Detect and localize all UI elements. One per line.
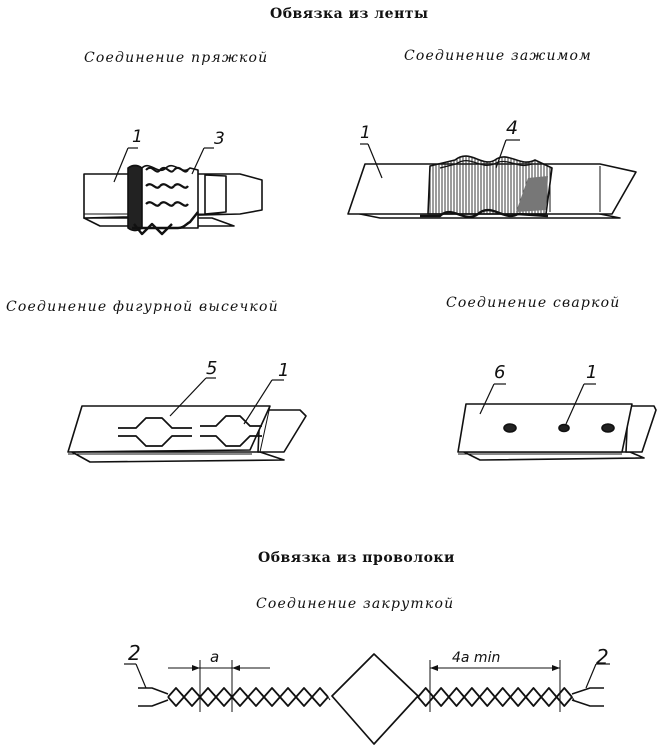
label-punch-tape: 1 <box>278 360 289 381</box>
twist-crossing <box>325 693 331 701</box>
twist-crossing <box>477 693 483 701</box>
label-clamp: 4 <box>506 117 518 139</box>
label-punch: 5 <box>206 358 217 379</box>
weld-spot <box>503 423 517 433</box>
weld-spot <box>558 423 570 433</box>
twist-crossing <box>213 693 219 701</box>
punch-cut-5 <box>118 415 262 447</box>
caption-clamp: Соединение зажимом <box>404 48 592 64</box>
twist-loop <box>331 653 419 745</box>
label-twist-length: 4a min <box>452 650 500 666</box>
label-buckle: 3 <box>214 129 225 149</box>
twist-crossing <box>507 693 513 701</box>
twist-crossing <box>446 693 452 701</box>
figure-clamp <box>347 139 637 219</box>
twist-crossing <box>261 693 267 701</box>
figure-buckle <box>83 147 263 236</box>
label-wire-right: 2 <box>596 645 609 669</box>
weld-spots <box>503 423 615 433</box>
weld-tape-6 <box>457 403 633 453</box>
twist-strand <box>417 696 573 707</box>
twist-crossing <box>492 693 498 701</box>
twist-crossing <box>245 693 251 701</box>
twist-strand <box>417 687 573 698</box>
caption-buckle: Соединение пряжкой <box>84 50 269 66</box>
label-buckle-tape: 1 <box>132 127 143 147</box>
figure-punch <box>67 377 307 463</box>
twist-strand <box>167 687 329 698</box>
weld-spot <box>601 423 615 433</box>
twist-crossing <box>181 693 187 701</box>
label-weld: 6 <box>494 362 505 383</box>
twist-left <box>167 687 331 707</box>
twist-crossing <box>569 693 575 701</box>
twist-strand <box>167 696 329 707</box>
caption-twist: Соединение закруткой <box>256 596 455 612</box>
label-wire-left: 2 <box>128 641 141 665</box>
figure-twist <box>124 653 610 745</box>
caption-punch: Соединение фигурной высечкой <box>6 299 279 315</box>
twist-right <box>417 687 575 707</box>
twist-crossing <box>277 693 283 701</box>
twist-crossing <box>309 693 315 701</box>
twist-crossing <box>523 693 529 701</box>
clamp-4 <box>420 155 553 219</box>
buckle-3 <box>127 164 199 236</box>
tape-section-title: Обвязка из ленты <box>270 6 429 22</box>
caption-weld: Соединение сваркой <box>446 295 621 311</box>
label-clamp-tape: 1 <box>360 123 371 143</box>
twist-crossing <box>538 693 544 701</box>
label-pitch: a <box>210 648 219 666</box>
figure-weld <box>457 383 657 461</box>
twist-crossing <box>293 693 299 701</box>
twist-crossing <box>461 693 467 701</box>
twist-crossing <box>430 693 436 701</box>
twist-crossing <box>554 693 560 701</box>
label-weld-tape: 1 <box>586 362 597 383</box>
wire-section-title: Обвязка из проволоки <box>258 550 455 566</box>
